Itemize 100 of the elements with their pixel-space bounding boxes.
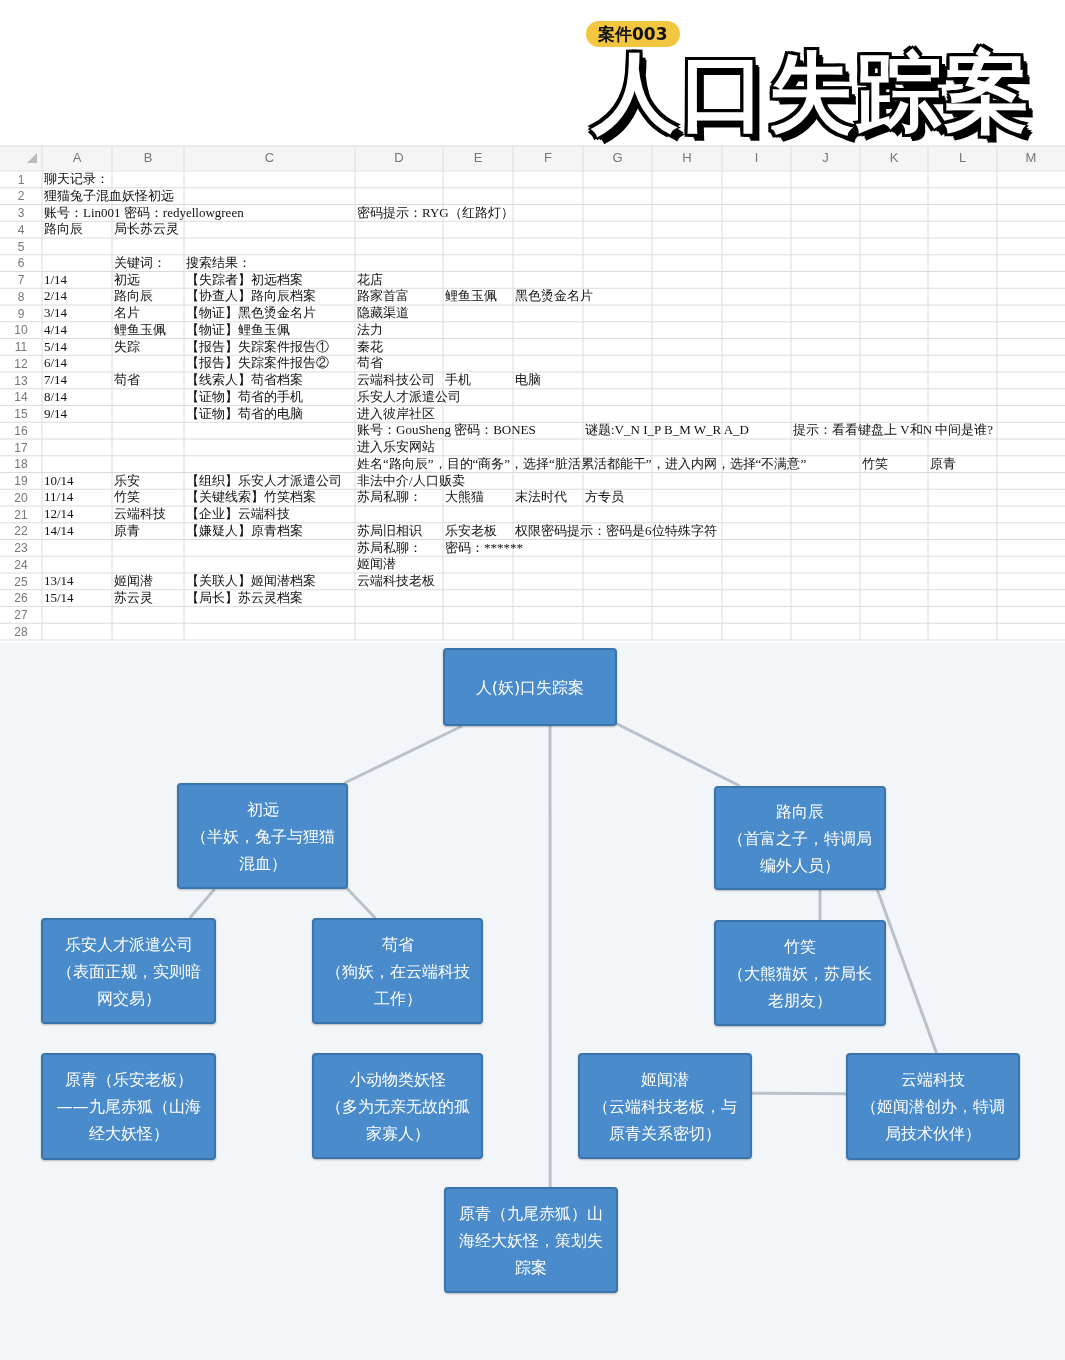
person-box [312, 1053, 483, 1159]
table-cell-text: 苟省 [357, 355, 383, 372]
table-cell-text: 路家首富 [357, 288, 409, 305]
person-box [714, 920, 886, 1026]
table-cell-text: 方专员 [585, 489, 624, 506]
connector-line [343, 724, 463, 785]
table-cell-text: 【协查人】路向辰档案 [186, 288, 316, 305]
person-box [41, 1053, 216, 1160]
row-number: 14 [13, 390, 29, 405]
connector-line [818, 890, 822, 920]
row-number: 19 [13, 474, 29, 488]
column-header: M [1024, 150, 1038, 166]
table-cell-text: 1/14 [44, 271, 68, 288]
table-cell-text: 失踪 [114, 338, 140, 355]
table-cell-text: 【组织】乐安人才派遣公司 [186, 472, 342, 489]
table-cell-text: 花店 [357, 271, 383, 288]
node-text: 路向辰 [776, 800, 824, 823]
table-cell-text: 鲤鱼玉佩 [114, 321, 166, 338]
table-cell-text: 14/14 [44, 522, 74, 539]
node-text: 乐安人才派遣公司 [64, 933, 193, 956]
column-header: E [472, 150, 484, 166]
node-text: 云端科技 [901, 1069, 965, 1091]
table-cell-text: 【关联人】姬闻潜档案 [186, 573, 316, 589]
table-cell-text: 乐安人才派遣公司 [357, 388, 461, 405]
connector-line [876, 889, 938, 1054]
table-cell-text: 苏局旧相识 [357, 522, 422, 539]
table-cell-text: 名片 [114, 305, 140, 321]
table-cell-text: 隐藏渠道 [357, 305, 409, 321]
node-text: （大熊猫妖，苏局长老朋友） [727, 962, 873, 1012]
table-cell-text: 【证物】苟省的手机 [186, 388, 303, 405]
person-box [444, 1187, 618, 1293]
column-header: G [611, 150, 624, 166]
table-cell-text: 苟省 [114, 372, 140, 388]
table-cell-text: 姬闻潜 [114, 573, 153, 589]
table-cell-text: 【报告】失踪案件报告① [186, 338, 329, 355]
person-box [714, 786, 886, 890]
row-number: 22 [13, 524, 29, 539]
table-cell-text: 末法时代 [515, 489, 567, 506]
table-cell-text: 原青 [114, 522, 140, 539]
row-number: 24 [13, 557, 29, 572]
table-cell-text: 【报告】失踪案件报告② [186, 355, 329, 372]
table-cell-text: 路向辰 [114, 288, 153, 305]
table-cell-text: 路向辰 [44, 221, 83, 238]
table-cell-text: 谜题:V_N I_P B_M W_R A_D [585, 422, 749, 439]
table-cell-text: 大熊猫 [445, 489, 484, 506]
column-header: L [957, 150, 968, 166]
node-text: （首富之子，特调局编外人员） [727, 827, 873, 877]
table-cell-text: 提示：看看键盘上 V和N 中间是谁? [793, 422, 994, 439]
row-number: 2 [16, 189, 26, 204]
node-text: 原青（乐安老板）——九尾赤狐（山海经大妖怪） [55, 1069, 202, 1145]
table-cell-text: 15/14 [44, 589, 74, 606]
table-cell-text: 12/14 [44, 506, 74, 522]
table-cell-text: 苏云灵 [114, 589, 153, 606]
table-cell-text: 11/14 [44, 489, 74, 506]
column-header: D [393, 150, 405, 166]
table-cell-text: 2/14 [44, 288, 68, 305]
connector-line [752, 1091, 846, 1096]
row-number: 3 [16, 206, 26, 220]
table-cell-text: 8/14 [44, 388, 68, 405]
node-text: 原青（九尾赤狐）山海经大妖怪，策划失踪案 [458, 1202, 604, 1279]
node-text: （多为无亲无故的孤家寡人） [324, 1095, 471, 1145]
row-number: 16 [13, 423, 29, 438]
row-number: 26 [13, 591, 29, 606]
column-header: K [888, 150, 900, 166]
table-cell-text: 乐安老板 [445, 522, 497, 539]
row-number: 25 [13, 574, 29, 589]
table-cell-text: 初远 [114, 271, 140, 288]
node-text: （姬闻潜创办，特调局技术伙伴） [860, 1096, 1006, 1145]
person-box [177, 783, 348, 889]
table-cell-text: 原青 [930, 455, 956, 472]
connector-line [188, 888, 216, 919]
node-text: 姬闻潜 [641, 1068, 689, 1091]
table-cell-text: 13/14 [44, 573, 74, 589]
column-header: H [681, 150, 693, 166]
row-number: 27 [13, 608, 29, 622]
table-cell-text: 黑色烫金名片 [515, 288, 593, 305]
table-cell-text: 法力 [357, 321, 383, 338]
table-cell-text: 苏局私聊： [357, 489, 422, 506]
table-cell-text: 手机 [445, 372, 471, 388]
row-number: 23 [13, 541, 29, 555]
row-number: 11 [13, 340, 29, 354]
node-text: 小动物类妖怪 [349, 1068, 446, 1091]
table-cell-text: 3/14 [44, 305, 68, 321]
table-cell-text: 【企业】云端科技 [186, 506, 290, 522]
table-cell-text: 进入乐安网站 [357, 439, 435, 455]
row-number: 1 [16, 172, 26, 187]
person-box [312, 918, 483, 1024]
table-cell-text: 乐安 [114, 472, 140, 489]
table-cell-text: 秦花 [357, 338, 383, 355]
row-number: 13 [13, 373, 29, 388]
row-number: 20 [13, 490, 29, 505]
table-cell-text: 6/14 [44, 355, 68, 372]
node-text: 人(妖)口失踪案 [475, 676, 585, 699]
node-text: （云端科技老板，与原青关系密切） [592, 1095, 738, 1145]
table-cell-text: 【嫌疑人】原青档案 [186, 522, 303, 539]
table-cell-text: 搜索结果： [186, 254, 251, 271]
case-badge: 案件003 [586, 21, 680, 47]
column-header: I [753, 150, 760, 166]
person-box [41, 918, 216, 1024]
table-cell-text: 【关键线索】竹笑档案 [186, 489, 316, 506]
